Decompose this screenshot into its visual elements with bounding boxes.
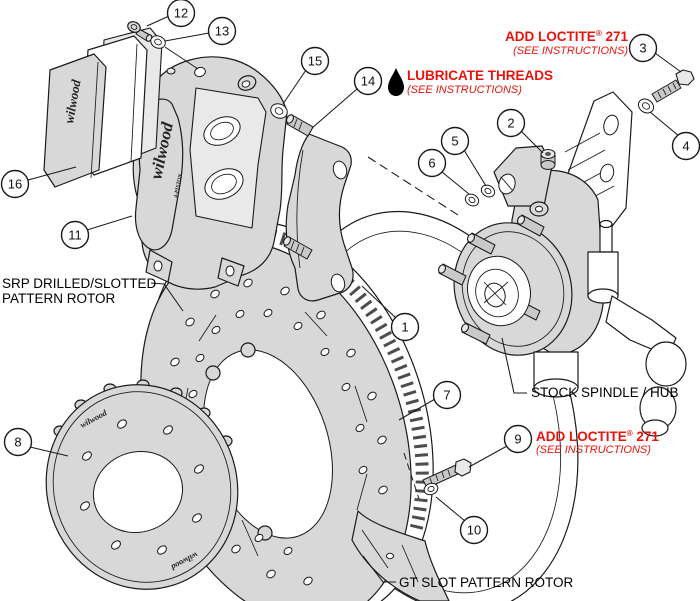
svg-text:2: 2: [507, 116, 514, 131]
svg-text:5: 5: [451, 134, 458, 149]
gt-rotor-face: [351, 510, 450, 601]
callout-10: 10: [459, 515, 489, 545]
callout-6: 6: [417, 148, 447, 178]
svg-text:14: 14: [361, 74, 375, 89]
svg-text:4: 4: [682, 139, 689, 154]
bolt-3: [651, 69, 695, 103]
svg-text:16: 16: [8, 177, 22, 192]
callout-16: 16: [0, 169, 30, 199]
callout-7: 7: [432, 380, 462, 410]
svg-text:9: 9: [514, 432, 521, 447]
callout-12: 12: [166, 0, 196, 28]
washer-15: [270, 103, 288, 119]
callout-9: 9: [503, 424, 533, 454]
callout-14: 14: [353, 66, 383, 96]
see-instructions-lubricate: (SEE INSTRUCTIONS): [407, 84, 522, 96]
rotor-hat: wilwood wilwood: [45, 379, 239, 590]
bracket-stud-bottom: [283, 236, 313, 260]
brake-pads: wilwood: [43, 27, 163, 188]
svg-text:10: 10: [467, 523, 481, 538]
callout-4: 4: [671, 131, 700, 161]
add-loctite-note-mid: ADD LOCTITE® 271: [536, 429, 659, 444]
callout-1: 1: [390, 312, 420, 342]
srp-rotor-label-line2: PATTERN ROTOR: [2, 291, 116, 306]
assembly-axis-lines: [367, 156, 459, 500]
callout-11: 11: [60, 220, 90, 250]
add-loctite-note-top: ADD LOCTITE® 271: [505, 29, 628, 44]
callout-2: 2: [496, 108, 526, 138]
pad-washer-13: [150, 35, 166, 49]
gt-rotor-label: GT SLOT PATTERN ROTOR: [399, 575, 574, 590]
svg-text:1: 1: [401, 320, 408, 335]
callout-8: 8: [3, 427, 33, 457]
svg-text:8: 8: [14, 435, 21, 450]
svg-text:7: 7: [443, 388, 450, 403]
hat-lug-holes: [80, 419, 204, 555]
callouts: 1 2 3 4 5 6 7 8 9 10 11 12 13 14 15 16: [0, 0, 700, 545]
washer-4: [637, 98, 655, 114]
caliper-piston-text: 4-PISTON: [173, 172, 184, 199]
stock-spindle-hub-label: STOCK SPINDLE / HUB: [531, 385, 679, 400]
callout-5: 5: [440, 126, 470, 156]
svg-text:15: 15: [308, 54, 322, 69]
svg-text:12: 12: [174, 6, 188, 21]
nut-2: [540, 148, 556, 170]
callout-15: 15: [300, 46, 330, 76]
lubricate-threads-note: LUBRICATE THREADS: [407, 68, 553, 83]
callout-13: 13: [207, 16, 237, 46]
srp-rotor-label-line1: SRP DRILLED/SLOTTED: [2, 276, 157, 291]
callout-3: 3: [628, 33, 658, 63]
bolt-9: [422, 458, 472, 489]
stud-14: [286, 114, 314, 137]
washer-10: [423, 482, 439, 496]
brake-caliper: wilwood 4-PISTON: [132, 56, 288, 290]
leader-lines: [27, 15, 682, 583]
svg-text:3: 3: [639, 41, 646, 56]
see-instructions-top: (SEE INSTRUCTIONS): [513, 45, 628, 57]
svg-text:6: 6: [428, 156, 435, 171]
oil-drop-icon: [388, 68, 404, 96]
svg-text:13: 13: [215, 24, 229, 39]
washer-6: [464, 193, 480, 207]
steering-knuckle-hub: [437, 91, 687, 437]
labels: ADD LOCTITE® 271 (SEE INSTRUCTIONS) LUBR…: [2, 29, 679, 590]
washer-5: [480, 184, 496, 198]
see-instructions-mid: (SEE INSTRUCTIONS): [536, 444, 651, 456]
svg-text:11: 11: [68, 228, 82, 243]
